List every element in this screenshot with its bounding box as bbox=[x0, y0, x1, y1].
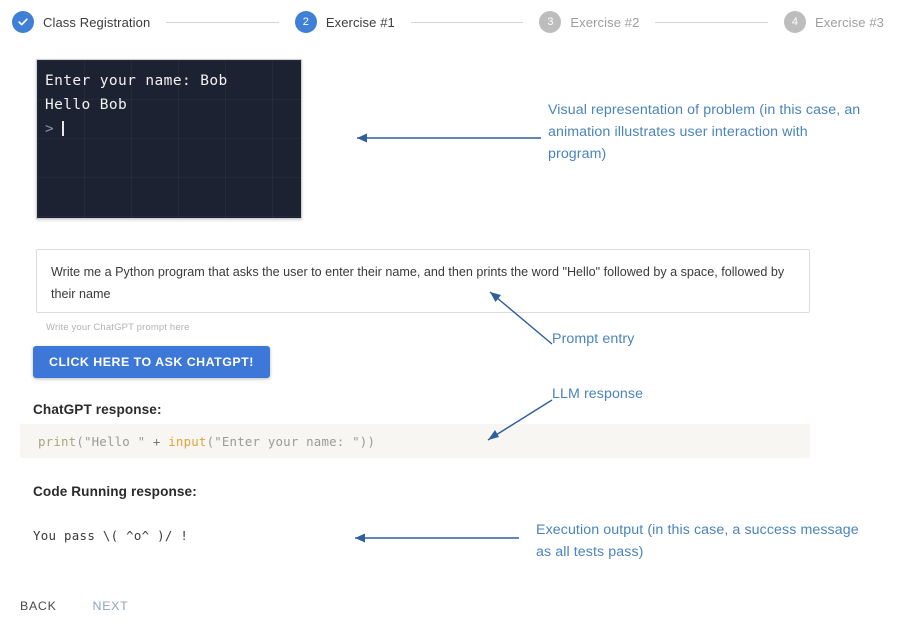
chatgpt-response-title: ChatGPT response: bbox=[33, 402, 162, 417]
next-button[interactable]: NEXT bbox=[87, 595, 135, 617]
code-token-close-parens: )) bbox=[359, 433, 376, 449]
terminal-cursor-icon bbox=[62, 120, 65, 136]
back-button[interactable]: BACK bbox=[14, 595, 63, 617]
annotation-llm-response: LLM response bbox=[552, 386, 644, 402]
step-number-badge-4: 4 bbox=[783, 11, 806, 33]
stepper-connector-1 bbox=[166, 21, 279, 23]
stepper-connector-3 bbox=[655, 21, 768, 23]
annotation-arrow-llm-icon bbox=[487, 399, 553, 441]
stepper-step-exercise-3[interactable]: 4 Exercise #3 bbox=[783, 11, 884, 33]
code-token-string-enter-name: "Enter your name: " bbox=[214, 433, 360, 449]
code-token-print: print bbox=[38, 433, 77, 449]
step-number-badge-2: 2 bbox=[294, 11, 317, 33]
annotation-arrow-visual-icon bbox=[357, 133, 541, 143]
code-running-response-title: Code Running response: bbox=[33, 484, 197, 499]
ask-chatgpt-button[interactable]: CLICK HERE TO ASK CHATGPT! bbox=[33, 346, 270, 378]
code-token-operator: + bbox=[145, 433, 169, 449]
code-token-string-hello: "Hello " bbox=[83, 433, 146, 449]
code-token-open-paren: ( bbox=[76, 433, 84, 449]
terminal-animation-panel: Enter your name: Bob Hello Bob > bbox=[36, 59, 302, 219]
code-token-open-paren-2: ( bbox=[206, 433, 215, 449]
annotation-execution-output: Execution output (in this case, a succes… bbox=[536, 522, 859, 560]
terminal-line-output: Hello Bob bbox=[45, 96, 128, 113]
annotation-arrow-prompt-icon bbox=[489, 291, 553, 345]
step-check-icon bbox=[12, 11, 34, 33]
terminal-line-input: Enter your name: Bob bbox=[45, 73, 228, 89]
stepper-label-class-registration: Class Registration bbox=[43, 14, 151, 30]
stepper-step-exercise-2[interactable]: 3 Exercise #2 bbox=[539, 11, 639, 33]
code-token-input: input bbox=[168, 433, 207, 449]
annotation-arrow-execution-icon bbox=[355, 533, 519, 543]
annotation-visual-representation: Visual representation of problem (in thi… bbox=[548, 102, 861, 162]
step-number-badge-3: 3 bbox=[539, 11, 562, 33]
terminal-prompt-line: > bbox=[45, 118, 301, 142]
chatgpt-response-code: print("Hello " + input("Enter your name:… bbox=[20, 424, 810, 458]
annotation-prompt-entry: Prompt entry bbox=[552, 331, 635, 347]
progress-stepper: Class Registration 2 Exercise #1 3 Exerc… bbox=[0, 0, 900, 44]
stepper-step-exercise-1[interactable]: 2 Exercise #1 bbox=[294, 11, 395, 33]
bottom-navigation: BACK NEXT bbox=[14, 595, 134, 617]
stepper-connector-2 bbox=[410, 21, 524, 23]
stepper-label-exercise-1: Exercise #1 bbox=[325, 14, 395, 30]
code-running-output-text: You pass \( ^o^ )/ ! bbox=[33, 528, 189, 543]
stepper-label-exercise-3: Exercise #3 bbox=[814, 14, 884, 30]
terminal-prompt-symbol: > bbox=[45, 120, 55, 137]
chatgpt-prompt-input[interactable]: Write me a Python program that asks the … bbox=[36, 249, 810, 313]
stepper-label-exercise-2: Exercise #2 bbox=[570, 14, 640, 30]
stepper-step-class-registration[interactable]: Class Registration bbox=[12, 11, 150, 33]
prompt-helper-text: Write your ChatGPT prompt here bbox=[46, 322, 190, 333]
